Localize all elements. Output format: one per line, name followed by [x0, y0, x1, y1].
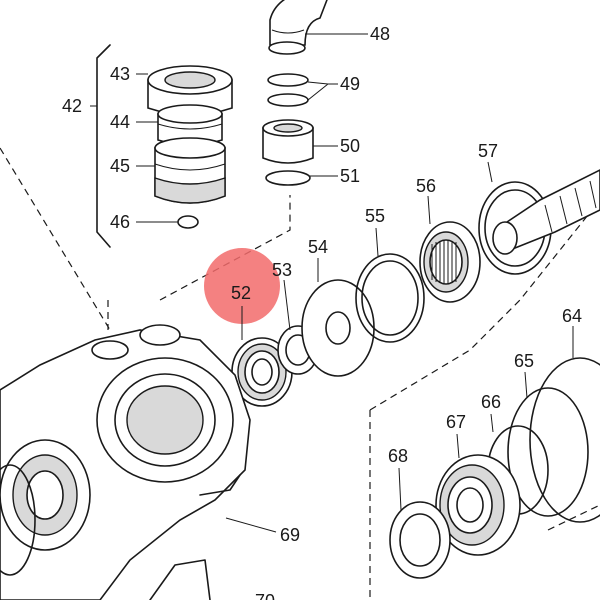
callout-48: 48 [370, 24, 390, 44]
part-56-needle-bearing [419, 221, 481, 303]
part-49-o-ring-upper [267, 73, 309, 87]
highlight-marker [204, 248, 280, 324]
callout-54: 54 [308, 237, 328, 257]
callout-46: 46 [110, 212, 130, 232]
callout-65: 65 [514, 351, 534, 371]
callout-69: 69 [280, 525, 300, 545]
callout-57: 57 [478, 141, 498, 161]
leader-lines [136, 33, 574, 533]
callout-55: 55 [365, 206, 385, 226]
part-49-o-ring-lower [267, 93, 309, 107]
part-69-housing [0, 324, 251, 600]
part-54-washer [301, 279, 375, 377]
part-55-ring [355, 253, 425, 343]
callout-56: 56 [416, 176, 436, 196]
callout-66: 66 [481, 392, 501, 412]
callout-44: 44 [110, 112, 130, 132]
callout-51: 51 [340, 166, 360, 186]
callout-64: 64 [562, 306, 582, 326]
part-65-ring [507, 387, 589, 517]
part-50-fitting [262, 119, 314, 164]
drive-shaft [492, 169, 600, 255]
callout-70: 70 [255, 591, 275, 600]
callout-45: 45 [110, 156, 130, 176]
part-45-body [154, 137, 226, 204]
part-67-bearing [435, 454, 521, 556]
callout-67: 67 [446, 412, 466, 432]
callout-50: 50 [340, 136, 360, 156]
part-68-ring [389, 501, 451, 579]
part-43-cap [147, 65, 233, 116]
group-42-bracket [96, 44, 111, 248]
part-44-sleeve [157, 104, 223, 146]
dashed-guide-lines [0, 147, 600, 600]
part-46-o-ring [177, 215, 199, 229]
callout-68: 68 [388, 446, 408, 466]
callout-52: 52 [231, 283, 251, 303]
callout-42: 42 [62, 96, 82, 116]
callout-49: 49 [340, 74, 360, 94]
part-51-o-ring [265, 170, 311, 186]
part-48-elbow-pipe [268, 0, 328, 55]
callout-43: 43 [110, 64, 130, 84]
part-64-ring [529, 357, 600, 523]
callout-53: 53 [272, 260, 292, 280]
callout-labels: 42 43 44 45 46 48 49 50 51 52 53 54 55 5… [62, 24, 582, 600]
